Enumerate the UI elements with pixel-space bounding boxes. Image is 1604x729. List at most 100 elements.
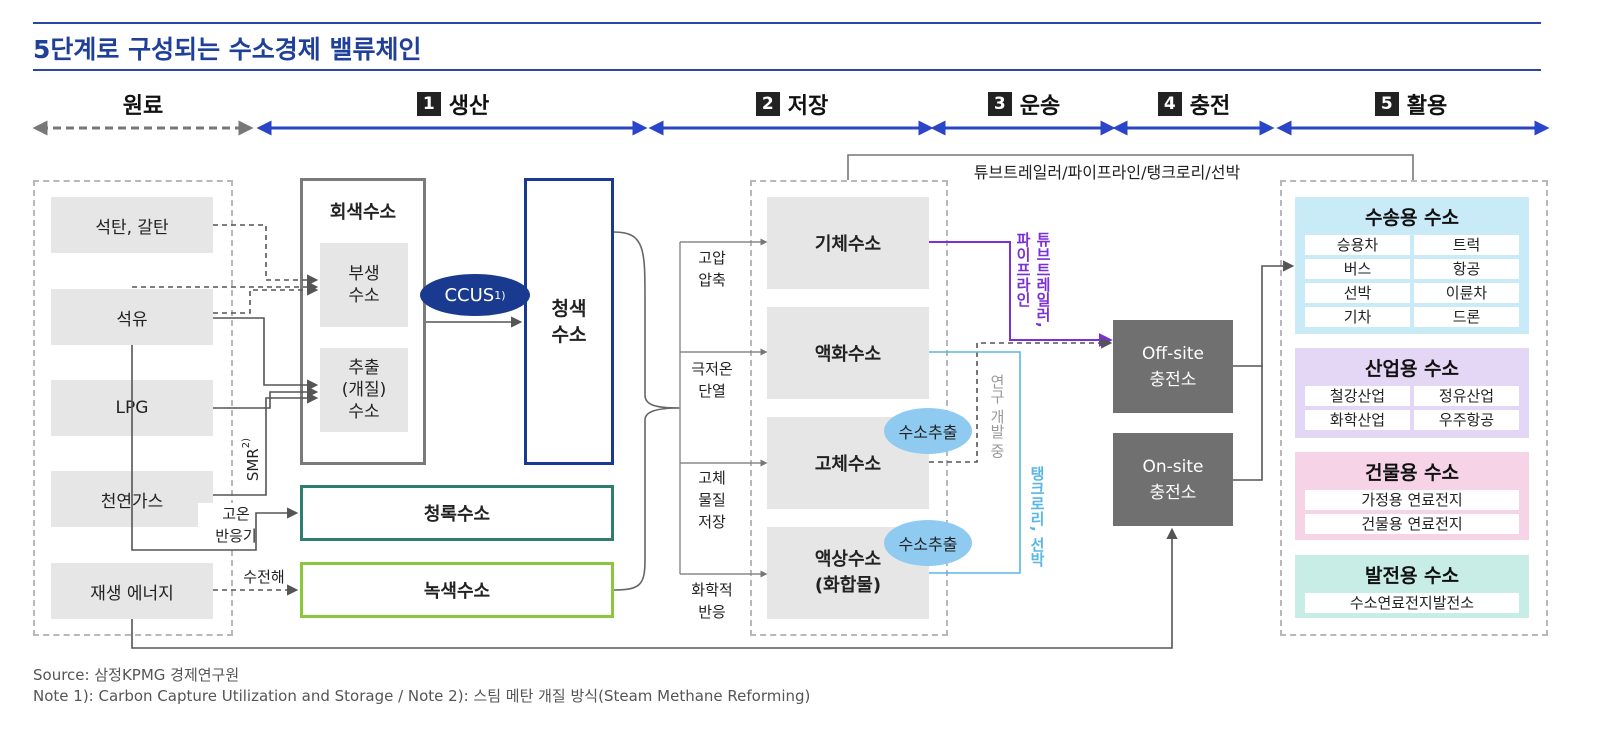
onsite-station: On-site 충전소 [1113,433,1233,526]
usage-item: 기차 [1305,307,1410,327]
electrolysis-label: 수전해 [243,568,285,586]
ccus-label: CCUS [444,284,495,306]
solid-hydrogen: 고체수소 [767,417,929,509]
usage-item: 우주항공 [1414,410,1519,430]
usage-building-title: 건물용 수소 [1364,462,1459,484]
usage-item: 화학산업 [1305,410,1410,430]
usage-item: 건물용 연료전지 [1305,514,1519,534]
onsite-station-label: On-site 충전소 [1142,456,1204,503]
extraction-badge-liquid: 수소추출 [884,520,972,566]
gray-hydrogen-title: 회색수소 [329,202,397,223]
stage-3-number: 3 [987,92,1012,116]
extraction-hydrogen-label: 추출 (개질) 수소 [341,358,387,422]
raw-lpg: LPG [51,380,213,436]
blue-route-label: 탱크로리, 선박 [1028,466,1046,567]
usage-item: 드론 [1414,307,1519,327]
green-hydrogen-label: 녹색수소 [423,581,491,602]
storage-method-cryogenic: 극저온 단열 [691,360,733,400]
blue-hydrogen-box: 청색 수소 [524,178,614,465]
usage-item: 트럭 [1414,235,1519,255]
storage-method-chemical: 화학적 반응 [691,581,733,621]
high-temp-reactor-label: 고온 반응기 [198,503,274,547]
stage-storage: 2 저장 [654,89,930,119]
raw-lpg-label: LPG [115,398,149,418]
byproduct-hydrogen-label: 부생 수소 [348,264,380,306]
liquefied-hydrogen-label: 액화수소 [814,344,882,365]
stage-usage: 5 활용 [1280,89,1542,119]
source-note: Source: 삼정KPMG 경제연구원 [33,666,240,684]
turquoise-hydrogen-label: 청록수소 [423,504,491,525]
offsite-station: Off-site 충전소 [1113,320,1233,413]
rnd-label: 연구 개발 중 [988,374,1006,459]
gas-hydrogen: 기체수소 [767,197,929,289]
ccus-footnote-mark: 1) [494,288,506,302]
usage-industry: 산업용 수소 철강산업 정유산업 화학산업 우주항공 [1295,348,1529,438]
usage-item: 정유산업 [1414,386,1519,406]
usage-group [1280,180,1548,636]
liquefied-hydrogen: 액화수소 [767,307,929,399]
extraction-badge-liquid-label: 수소추출 [898,535,958,554]
usage-power-title: 발전용 수소 [1364,565,1459,587]
solid-hydrogen-label: 고체수소 [814,454,882,475]
stage-4-number: 4 [1157,92,1182,116]
usage-building: 건물용 수소 가정용 연료전지 건물용 연료전지 [1295,452,1529,540]
blue-hydrogen-label: 청색 수소 [551,297,587,346]
usage-item: 승용차 [1305,235,1410,255]
stage-5-number: 5 [1374,92,1399,116]
usage-item: 수소연료전지발전소 [1305,593,1519,613]
gas-hydrogen-label: 기체수소 [814,234,882,255]
offsite-station-label: Off-site 충전소 [1142,343,1204,390]
stage-1-number: 1 [416,92,441,116]
top-route-label: 튜브트레일러/파이프라인/탱크로리/선박 [957,159,1257,183]
usage-transport-title: 수송용 수소 [1364,207,1459,229]
usage-item: 이륜차 [1414,283,1519,303]
liquid-organic-hydrogen-label: 액상수소 (화합물) [814,549,882,596]
turquoise-hydrogen-box: 청록수소 [300,485,614,541]
storage-method-compression: 고압 압축 [698,249,726,289]
smr-label: SMR2) [241,438,262,481]
stage-1-label: 생산 [448,94,490,119]
usage-item: 항공 [1414,259,1519,279]
raw-renewable: 재생 에너지 [51,563,213,619]
raw-coal: 석탄, 갈탄 [51,197,213,253]
storage-method-solid: 고체 물질 저장 [698,469,726,531]
title-top-rule [33,22,1541,24]
purple-route-label: 튜브트레일러, 파이프라인 [1014,232,1052,328]
raw-oil: 석유 [51,289,213,345]
raw-renewable-label: 재생 에너지 [90,583,174,604]
production-brace [613,231,681,591]
usage-item: 선박 [1305,283,1410,303]
extraction-badge-solid-label: 수소추출 [898,423,958,442]
raw-natural-gas-label: 천연가스 [100,491,164,512]
stage-raw-label: 원료 [122,94,164,119]
usage-power: 발전용 수소 수소연료전지발전소 [1295,555,1529,618]
stage-4-label: 충전 [1189,94,1231,119]
connector-onsite-usage [1233,366,1263,481]
stage-2-number: 2 [755,92,780,116]
stage-production: 1 생산 [262,89,644,119]
byproduct-hydrogen: 부생 수소 [320,243,408,327]
usage-item: 철강산업 [1305,386,1410,406]
stage-3-label: 운송 [1019,94,1061,119]
stage-transport: 3 운송 [935,89,1113,119]
footnotes: Note 1): Carbon Capture Utilization and … [33,687,811,705]
connector-renewable-onsite [131,527,1178,649]
raw-oil-label: 석유 [116,309,148,330]
page-title: 5단계로 구성되는 수소경제 밸류체인 [33,35,422,64]
extraction-badge-solid: 수소추출 [884,408,972,454]
usage-transport: 수송용 수소 승용차 트럭 버스 항공 선박 이륜차 기차 드론 [1295,197,1529,334]
stage-5-label: 활용 [1406,94,1448,119]
raw-coal-label: 석탄, 갈탄 [95,217,169,238]
smr-text: SMR [244,448,262,482]
stage-charging: 4 충전 [1117,89,1271,119]
extraction-hydrogen: 추출 (개질) 수소 [320,348,408,432]
green-hydrogen-box: 녹색수소 [300,562,614,618]
usage-item: 버스 [1305,259,1410,279]
stage-2-label: 저장 [787,94,829,119]
usage-item: 가정용 연료전지 [1305,490,1519,510]
usage-industry-title: 산업용 수소 [1364,358,1459,380]
title-bottom-rule [33,69,1541,71]
smr-footnote-mark: 2) [241,438,252,449]
stage-raw: 원료 [35,89,251,119]
